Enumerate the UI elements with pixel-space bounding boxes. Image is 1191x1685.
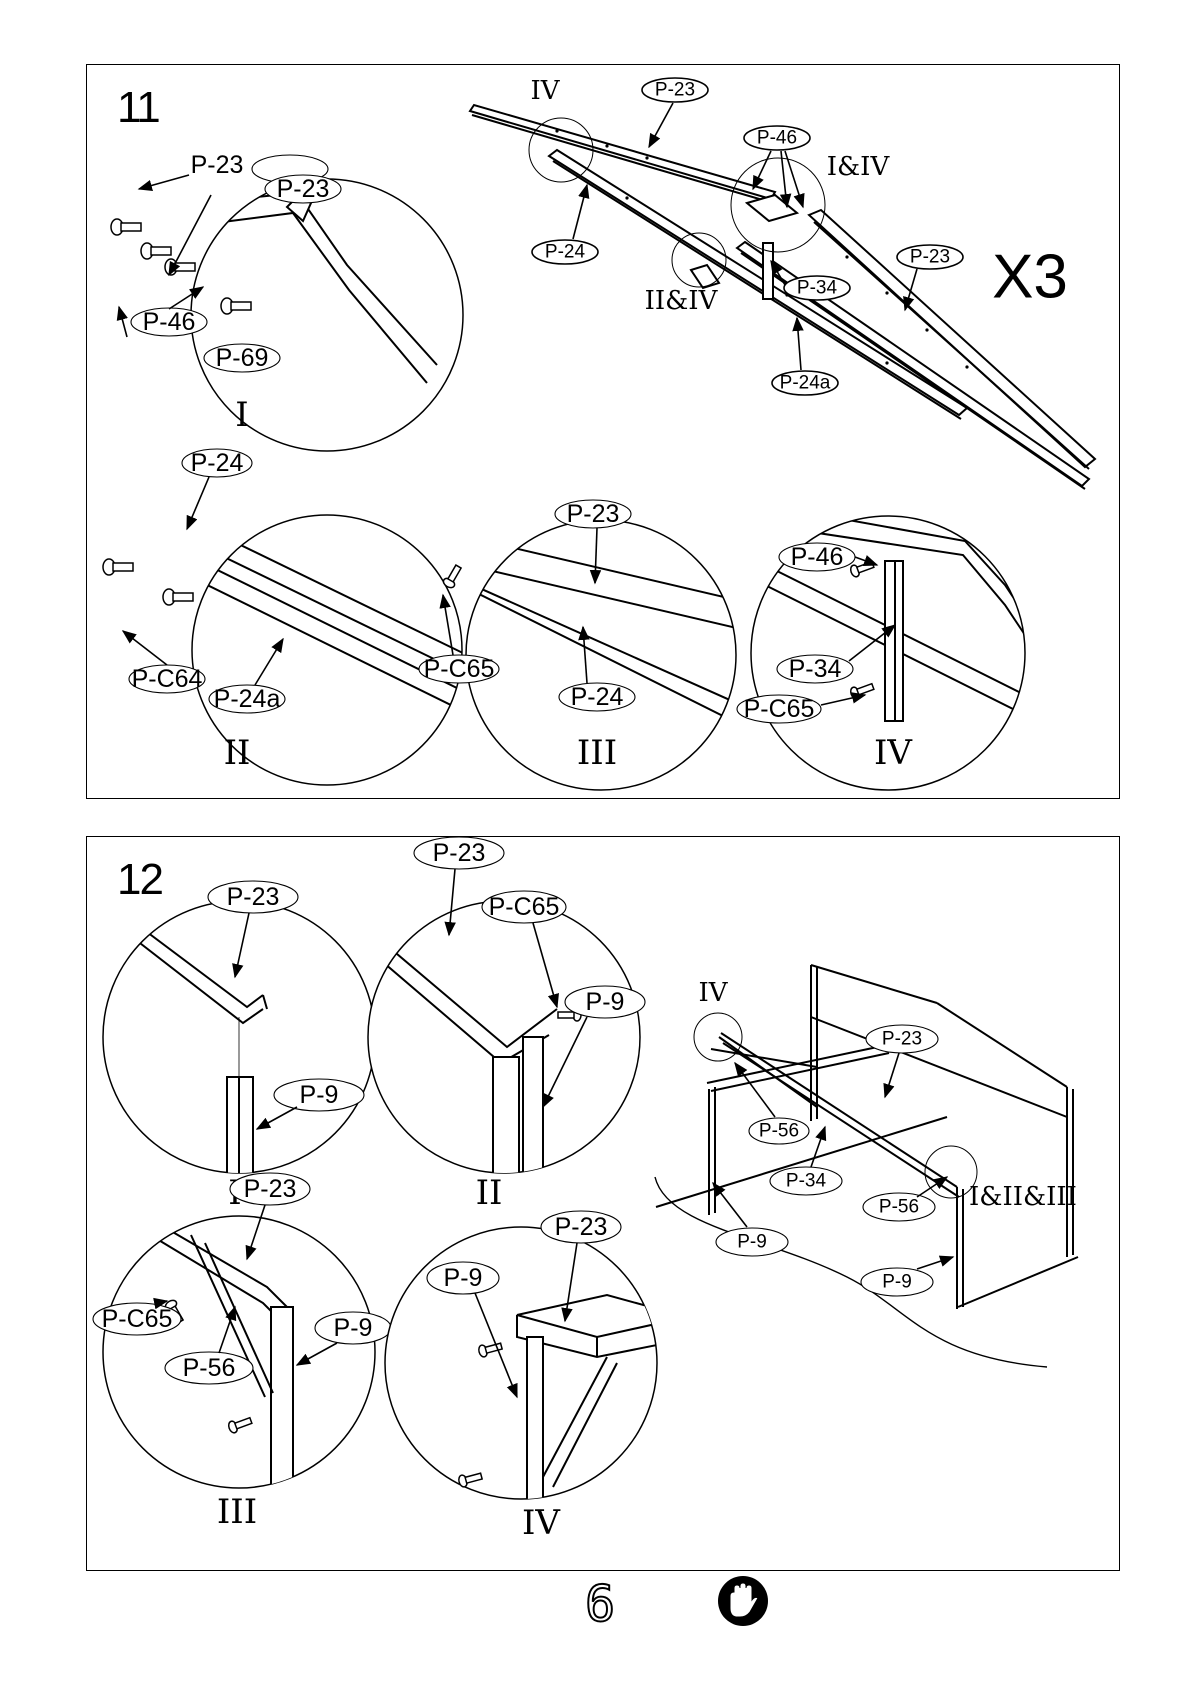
detail-i-label-p46: P-46	[143, 308, 196, 336]
detail-iii-numeral: III	[577, 733, 617, 773]
overview-label-p9: P-9	[737, 1232, 767, 1253]
detail-iii-label-p9: P-9	[334, 1314, 373, 1342]
gloves-warning-icon	[716, 1574, 770, 1628]
detail-iii-label-pc65: P-C65	[102, 1305, 173, 1333]
detail-iv-label-pc65: P-C65	[744, 695, 815, 723]
detail-iv-label-p23: P-23	[555, 1213, 608, 1241]
label-p24a: P-24a	[780, 373, 831, 394]
callout-iv: IV	[530, 76, 560, 106]
detail-ii-numeral: II	[224, 733, 251, 773]
overview-label-p56: P-56	[879, 1197, 919, 1218]
detail-iii-label-p23: P-23	[567, 500, 620, 528]
step-12-drawing: P-23 P-9 I P-23 P-C65 P-9 II	[87, 837, 1119, 1570]
label-p23: P-23	[910, 247, 950, 268]
detail-iv-numeral: IV	[522, 1503, 561, 1543]
label-p46: P-46	[757, 128, 797, 149]
detail-iv-label-p34: P-34	[789, 655, 842, 683]
detail-ii-numeral: II	[476, 1173, 503, 1213]
detail-iii-label-p24: P-24	[571, 683, 624, 711]
detail-i-label-p23: P-23	[227, 883, 280, 911]
detail-iii-label-p23: P-23	[244, 1175, 297, 1203]
detail-iii-numeral: III	[217, 1492, 257, 1532]
callout-ii-iv: II&IV	[645, 286, 719, 316]
page-number: 6	[582, 1578, 618, 1630]
overview-frame	[655, 965, 1078, 1367]
detail-i-label-p9: P-9	[300, 1081, 339, 1109]
detail-ii-label-pc64: P-C64	[132, 665, 203, 693]
detail-iii-label-pc65: P-C65	[424, 655, 495, 683]
detail-i-label-p23: P-23	[191, 151, 244, 179]
detail-ii-label-p24a: P-24a	[214, 685, 281, 713]
detail-i-numeral: I	[235, 395, 248, 435]
label-p34: P-34	[797, 278, 838, 299]
detail-iv-numeral: IV	[874, 733, 913, 773]
detail-ii-label-p9: P-9	[586, 988, 625, 1016]
callout-i-ii-iii: I&II&III	[969, 1182, 1077, 1212]
detail-i-label-p23: P-23	[277, 175, 330, 203]
step-11-drawing: IV I&IV II&IV P-23 P-46 P-24 P-34 P-23 P…	[87, 65, 1119, 798]
overview-label-p34: P-34	[786, 1171, 827, 1192]
detail-ii-label-pc65: P-C65	[489, 893, 560, 921]
detail-ii-label-p24: P-24	[191, 449, 244, 477]
detail-circle-i	[191, 179, 463, 451]
label-p24: P-24	[545, 242, 586, 263]
overview-label-p23: P-23	[882, 1029, 922, 1050]
detail-iii-label-p56: P-56	[183, 1354, 236, 1382]
detail-iv-label-p9: P-9	[444, 1264, 483, 1292]
overview-label-p9: P-9	[882, 1272, 912, 1293]
detail-circle-iii	[103, 1216, 375, 1488]
detail-ii-label-p23: P-23	[433, 839, 486, 867]
step-12-panel: 12 P-23 P-9 I	[86, 836, 1120, 1571]
callout-i-iv: I&IV	[827, 152, 891, 182]
detail-i-label-p69: P-69	[216, 344, 269, 372]
step-11-panel: 11	[86, 64, 1120, 799]
quantity-multiplier: X3	[992, 243, 1068, 312]
detail-iv-label-p46: P-46	[791, 543, 844, 571]
callout-iv: IV	[698, 978, 728, 1008]
overview-label-p56: P-56	[759, 1121, 799, 1142]
label-p23: P-23	[655, 80, 695, 101]
